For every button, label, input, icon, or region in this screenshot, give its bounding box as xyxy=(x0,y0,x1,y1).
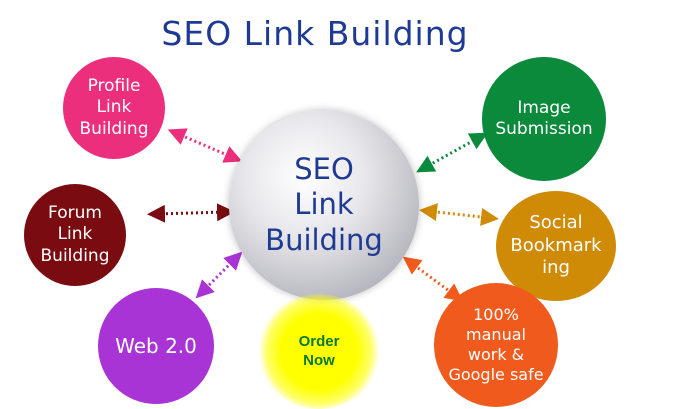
node-manual-google-safe: 100% manual work & Google safe xyxy=(434,283,558,407)
center-seo-bubble: SEO Link Building xyxy=(229,110,419,300)
arrow-social xyxy=(419,203,499,226)
arrow-manual xyxy=(402,256,464,302)
order-now-button[interactable]: Order Now xyxy=(258,294,380,409)
node-image-submission: Image Submission xyxy=(482,57,606,181)
node-profile-link-building: Profile Link Building xyxy=(63,57,165,159)
arrow-web xyxy=(195,251,243,299)
node-label: Social Bookmark ing xyxy=(510,212,602,279)
order-now-label: Order Now xyxy=(298,332,340,369)
center-label: SEO Link Building xyxy=(265,151,383,257)
arrow-forum xyxy=(147,203,235,223)
node-label: Image Submission xyxy=(495,97,593,139)
node-forum-link-building: Forum Link Building xyxy=(24,184,126,286)
node-label: Web 2.0 xyxy=(115,333,197,358)
arrow-image xyxy=(416,132,488,173)
arrow-profile xyxy=(167,128,243,163)
node-label: 100% manual work & Google safe xyxy=(448,305,544,384)
node-web-2-0: Web 2.0 xyxy=(98,288,214,404)
node-social-bookmarking: Social Bookmark ing xyxy=(496,191,616,301)
node-label: Profile Link Building xyxy=(79,76,149,139)
diagram-title: SEO Link Building xyxy=(161,14,469,53)
node-label: Forum Link Building xyxy=(40,203,110,266)
